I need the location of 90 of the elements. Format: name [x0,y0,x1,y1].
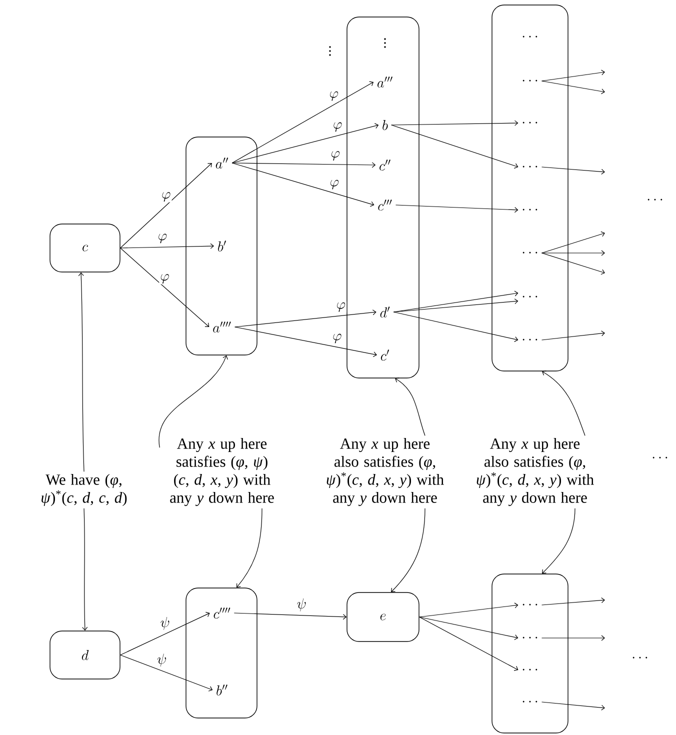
arrow [234,612,347,620]
arrow [391,120,518,126]
arrow [419,616,518,640]
element-label: $b''$ [216,684,228,696]
arrow [120,248,210,327]
element-label: $c'$ [380,350,390,361]
curved-arrow [82,508,88,631]
arrow [391,124,518,169]
ellipsis: $\cdots$ [522,208,538,210]
curved-arrow [236,508,262,588]
element-label: $a'''$ [378,76,392,88]
edge-label: $\varphi$ [330,150,342,162]
edge-label: $\varphi$ [332,332,343,344]
ellipsis: $\cdots$ [652,456,668,458]
ellipsis: $\cdots$ [632,656,648,658]
element-label: $d'$ [380,306,390,318]
arrow [232,81,374,164]
set-box [186,136,258,356]
ellipsis: $\cdots$ [522,604,538,606]
ellipsis: $\cdots$ [522,252,538,254]
annotation-text: We have (φ, ψ)$^{*}$(c, d, c, d) [42,474,127,506]
ellipsis: $\cdots$ [522,36,538,38]
arrow [541,702,605,710]
arrow [541,80,605,94]
annotation-text: Any x up here also satisfies (φ, ψ)$^{*}$(c, d, x, y) with any y down here [326,438,444,506]
element-label: $\vdots$ [384,38,386,48]
arrow [120,163,212,248]
arrow [120,654,213,692]
element-box: $c$ [50,224,120,272]
set-box [492,4,568,372]
arrow [541,252,605,275]
ellipsis: $\cdots$ [522,166,538,168]
curved-arrow [542,370,586,436]
curved-arrow [78,272,84,472]
arrow [234,310,376,328]
element-label: $b$ [382,120,388,130]
ellipsis: $\cdots$ [522,80,538,82]
element-label: $a''''$ [213,322,231,333]
ellipsis: $\cdots$ [522,122,538,124]
arrow [541,70,605,82]
set-box [186,588,258,718]
annotation-text: Any x up here also satisfies (φ, ψ)$^{*}$(c, d, x, y) with any y down here [476,438,594,506]
ellipsis: $\cdots$ [648,198,662,200]
element-label: $a''$ [216,158,228,169]
element-label: $b'$ [218,240,226,252]
element-box: $e$ [346,592,420,642]
arrow [541,635,605,641]
arrow [234,326,377,358]
element-box: $d$ [50,630,120,680]
edge-label: $\psi$ [296,597,308,612]
arrow [541,597,605,606]
arrow [393,298,518,312]
element-label: $c'''$ [378,200,392,211]
arrow [541,166,605,175]
set-box [346,16,420,378]
edge-label: $\psi$ [156,652,168,668]
ellipsis: $\cdots$ [522,700,538,702]
element-label: $c''$ [380,160,390,171]
curved-arrow [158,355,228,448]
arrow [232,162,376,168]
arrow [395,204,518,213]
arrow [120,243,214,249]
edge-label: $\psi$ [159,616,171,631]
ellipsis: $\cdots$ [522,668,538,670]
edge-label: $\varphi$ [328,90,340,102]
curved-arrow [395,378,426,436]
ellipsis: $\cdots$ [522,296,538,298]
edge-label: $\varphi$ [328,179,340,190]
curved-arrow [391,508,426,592]
edge-label: $\varphi$ [156,232,168,244]
annotation-text: Any x up here satisfies (φ, ψ) (c, d, x, y) with any y down here [170,438,274,506]
arrow [393,312,518,342]
ellipsis: $\vdots$ [329,46,331,56]
arrow [541,231,605,254]
arrow [541,330,605,340]
edge-label: $\varphi$ [160,191,172,202]
arrow [120,612,210,656]
ellipsis: $\cdots$ [522,636,538,638]
curved-arrow [542,508,576,574]
edge-label: $\varphi$ [335,302,347,313]
edge-label: $\varphi$ [332,121,344,132]
element-label: $c''''$ [214,608,230,619]
arrow [419,616,518,671]
ellipsis: $\cdots$ [522,338,538,340]
arrow [232,162,374,207]
arrow [419,602,518,618]
arrow [541,250,605,256]
edge-label: $\varphi$ [159,273,170,284]
set-box [492,574,568,734]
arrow [232,123,379,164]
